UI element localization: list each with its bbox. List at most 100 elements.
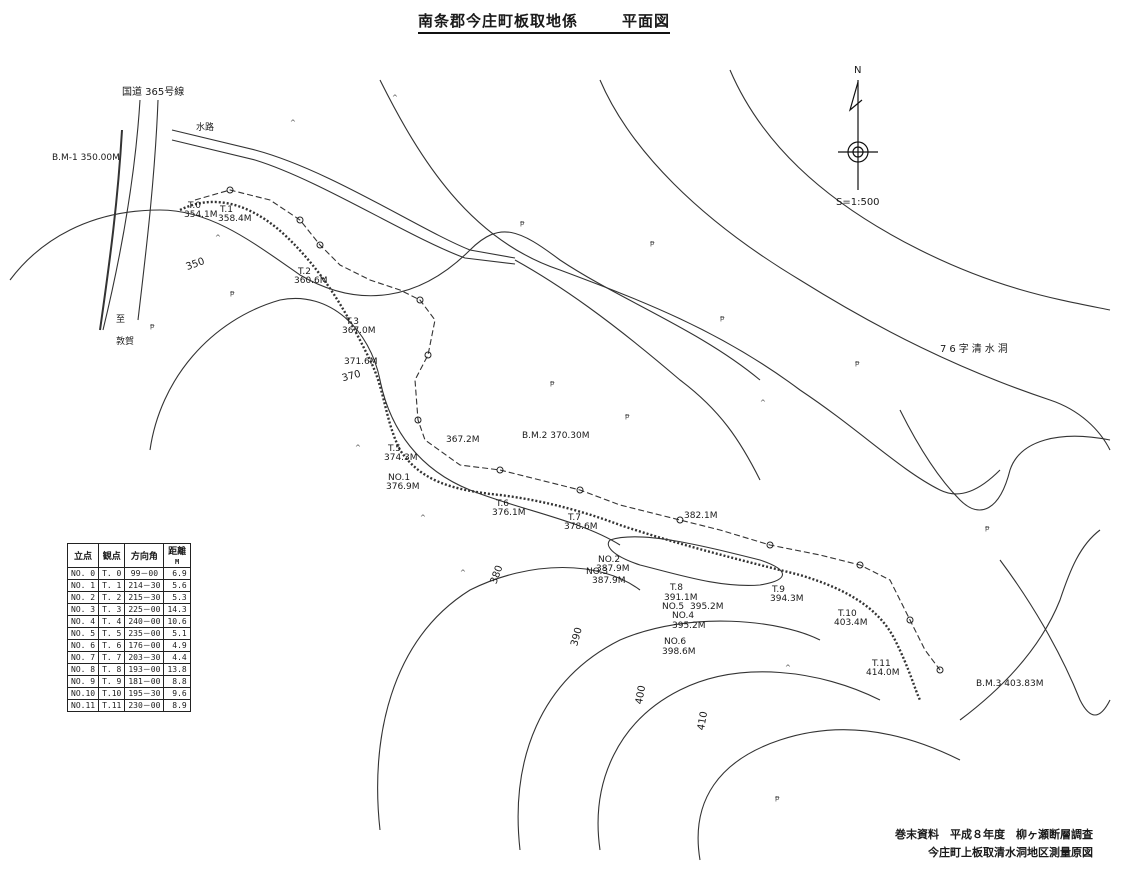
contour-350	[9, 209, 761, 381]
survey-point-marker	[226, 186, 234, 194]
contour-valley	[899, 409, 1111, 511]
title-kind: 平面図	[622, 12, 671, 30]
svg-text:ᵽ: ᵽ	[855, 359, 860, 367]
survey-point-marker	[766, 541, 774, 549]
svg-text:^: ^	[460, 569, 466, 577]
contour-right-lower	[959, 529, 1101, 721]
table-cell: T.11	[98, 699, 126, 712]
survey-point-marker	[296, 216, 304, 224]
contour-hill-2	[599, 79, 1111, 451]
point-name: T.0	[188, 201, 202, 211]
table-cell: 176－00	[124, 639, 165, 652]
point-elev: 358.4M	[218, 214, 252, 224]
station-name: NO.3	[586, 567, 609, 577]
table-cell: 4.9	[163, 639, 191, 652]
table-header: 立点	[66, 543, 100, 568]
table-cell: 4.4	[163, 651, 191, 664]
table-cell: 5.6	[163, 579, 191, 592]
point-elev: 371.6M	[344, 357, 378, 367]
table-cell: 193－00	[124, 663, 165, 676]
table-cell: 214－30	[124, 579, 165, 592]
table-cell: NO. 6	[66, 639, 100, 652]
table-cell: T. 0	[98, 567, 126, 580]
point-name: T.11	[872, 659, 891, 669]
station-elev: 398.6M	[662, 647, 696, 657]
destination-label: 至	[116, 315, 126, 325]
contour-380	[377, 566, 641, 831]
destination-place-label: 敦賀	[116, 337, 135, 347]
point-elev: 394.3M	[770, 594, 804, 604]
svg-text:ᵽ: ᵽ	[550, 379, 555, 387]
contour-370	[149, 298, 621, 546]
table-cell: NO. 0	[66, 567, 100, 580]
benchmark-label: B.M.3 403.83M	[976, 679, 1044, 689]
survey-point-marker	[906, 616, 914, 624]
road-edge-left	[102, 99, 141, 331]
table-cell: T. 1	[98, 579, 126, 592]
svg-text:^: ^	[215, 234, 221, 242]
point-name: T.9	[772, 585, 786, 595]
station-name: NO.2	[598, 555, 621, 565]
table-cell: NO. 3	[66, 603, 100, 616]
point-elev: 354.1M	[184, 210, 218, 220]
table-cell: NO. 2	[66, 591, 100, 604]
table-cell: NO. 7	[66, 651, 100, 664]
station-name: NO.4	[672, 611, 695, 621]
table-cell: NO. 4	[66, 615, 100, 628]
table-cell: 8.9	[163, 699, 191, 712]
north-label: N	[854, 65, 862, 76]
station-elev: 395.2M	[672, 621, 706, 631]
table-cell: NO.10	[66, 687, 100, 700]
point-name: T.7	[568, 513, 582, 523]
table-cell: NO. 5	[66, 627, 100, 640]
point-elev: 360.6M	[294, 276, 328, 286]
table-cell: T. 5	[98, 627, 126, 640]
point-name: T.3	[346, 317, 360, 327]
waterway-line-1	[171, 129, 516, 259]
table-cell: T. 8	[98, 663, 126, 676]
table-cell: NO. 9	[66, 675, 100, 688]
svg-text:ᵽ: ᵽ	[650, 239, 655, 247]
survey-point-marker	[576, 486, 584, 494]
waterway-label: 水路	[196, 123, 215, 133]
svg-text:^: ^	[760, 399, 766, 407]
table-cell: 195－30	[124, 687, 165, 700]
table-cell: 235－00	[124, 627, 165, 640]
table-header-distance: 距離	[168, 547, 187, 557]
station-name: NO.5	[662, 602, 685, 612]
table-cell: 8.8	[163, 675, 191, 688]
table-cell: 9.6	[163, 687, 191, 700]
table-cell: T. 9	[98, 675, 126, 688]
point-name: T.10	[838, 609, 857, 619]
station-elev: 387.9M	[592, 576, 626, 586]
trench-loop	[607, 536, 783, 586]
svg-text:^: ^	[290, 119, 296, 127]
point-name: T.1	[220, 205, 234, 215]
svg-text:ᵽ: ᵽ	[985, 524, 990, 532]
point-elev: 374.3M	[384, 453, 418, 463]
survey-point-marker	[936, 666, 944, 674]
table-cell: NO. 8	[66, 663, 100, 676]
traverse-line	[194, 189, 941, 671]
trail-1	[514, 259, 761, 481]
table-cell: 6.9	[163, 567, 191, 580]
map-title: 南条郡今庄町板取地係平面図	[418, 10, 671, 34]
point-elev: 391.1M	[664, 593, 698, 603]
svg-text:ᵽ: ᵽ	[150, 322, 155, 330]
table-cell: 240－00	[124, 615, 165, 628]
point-elev: 367.0M	[342, 326, 376, 336]
svg-text:ᵽ: ᵽ	[230, 289, 235, 297]
